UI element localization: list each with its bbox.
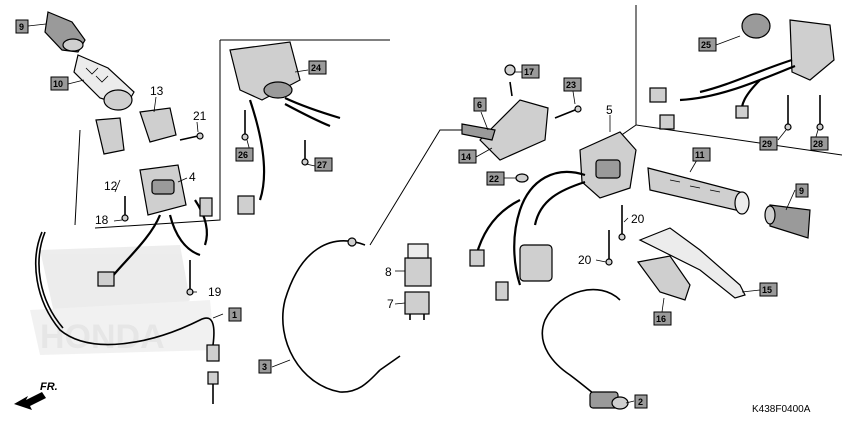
link-line-left [74, 129, 81, 226]
label-9-left: 9 [15, 19, 29, 34]
switch-assembly-inset [229, 41, 341, 215]
svg-text:6: 6 [477, 100, 482, 110]
svg-text:16: 16 [656, 314, 666, 324]
svg-text:10: 10 [53, 79, 63, 89]
label-28: 28 [810, 136, 829, 151]
front-direction-arrow-icon [14, 392, 46, 410]
clutch-lever [638, 227, 746, 299]
svg-text:14: 14 [461, 152, 471, 162]
switch-assembly-right-inset [649, 13, 835, 130]
bolt-28 [816, 95, 824, 131]
svg-text:22: 22 [489, 174, 499, 184]
link-line-center [369, 129, 500, 246]
svg-text:26: 26 [238, 150, 248, 160]
left-switch-housing [97, 164, 213, 287]
svg-text:23: 23 [566, 80, 576, 90]
svg-text:11: 11 [695, 150, 705, 160]
svg-text:1: 1 [232, 310, 237, 320]
bolt-19 [186, 260, 194, 296]
label-27: 27 [314, 157, 333, 172]
label-20-upper: 20 [631, 212, 645, 226]
drawing-code: K438F0400A [752, 404, 811, 415]
screw-21 [179, 132, 204, 141]
label-5: 5 [606, 103, 613, 117]
choke-cable [541, 288, 629, 410]
svg-text:29: 29 [762, 139, 772, 149]
svg-text:28: 28 [813, 139, 823, 149]
throttle-cable-left [34, 231, 220, 404]
label-24: 24 [308, 60, 327, 75]
svg-text:2: 2 [638, 397, 643, 407]
svg-text:15: 15 [762, 285, 772, 295]
bolt-29 [784, 95, 792, 131]
bolt-18 [121, 196, 129, 222]
label-21: 21 [193, 109, 207, 123]
inset-frame-left [94, 40, 221, 229]
label-22: 22 [486, 171, 505, 186]
label-11: 11 [692, 147, 711, 162]
svg-text:9: 9 [19, 22, 24, 32]
label-14: 14 [458, 149, 477, 164]
svg-text:9: 9 [799, 186, 804, 196]
lever-bracket [461, 64, 582, 183]
label-18: 18 [95, 213, 109, 227]
label-29: 29 [759, 136, 778, 151]
svg-text:27: 27 [317, 160, 327, 170]
label-1: 1 [228, 307, 242, 322]
bolt-26 [241, 110, 249, 141]
grip-end-weight-right [764, 204, 811, 239]
relay-7 [404, 291, 430, 320]
front-direction-label: FR. [40, 381, 58, 393]
bolt-20-lower [605, 230, 613, 266]
grip-left [73, 54, 135, 111]
label-8: 8 [385, 265, 392, 279]
label-23: 23 [563, 77, 582, 92]
label-7: 7 [387, 297, 394, 311]
relay-8 [404, 243, 432, 287]
label-12: 12 [104, 179, 118, 193]
svg-text:3: 3 [262, 362, 267, 372]
label-3: 3 [258, 359, 272, 374]
label-17: 17 [521, 64, 540, 79]
label-15: 15 [759, 282, 778, 297]
label-25: 25 [698, 37, 717, 52]
grip-right [647, 167, 750, 215]
label-4: 4 [189, 170, 196, 184]
lever-cover [636, 255, 691, 301]
bolt-27 [301, 140, 309, 166]
label-2: 2 [634, 394, 648, 409]
switch-clamp [95, 107, 177, 155]
svg-text:25: 25 [701, 40, 711, 50]
label-19: 19 [208, 285, 222, 299]
label-16: 16 [653, 311, 672, 326]
honda-watermark-logo: HONDA [30, 245, 215, 356]
svg-text:17: 17 [524, 67, 534, 77]
grip-end-weight-left [44, 11, 86, 53]
label-13: 13 [150, 84, 164, 98]
label-9-right: 9 [795, 183, 809, 198]
bolt-20-upper [618, 205, 626, 241]
svg-text:24: 24 [311, 63, 321, 73]
label-6: 6 [473, 97, 487, 112]
clutch-cable [282, 237, 401, 393]
right-switch-housing [469, 131, 637, 301]
label-26: 26 [235, 147, 254, 162]
label-10: 10 [50, 76, 69, 91]
label-20-lower: 20 [578, 253, 592, 267]
